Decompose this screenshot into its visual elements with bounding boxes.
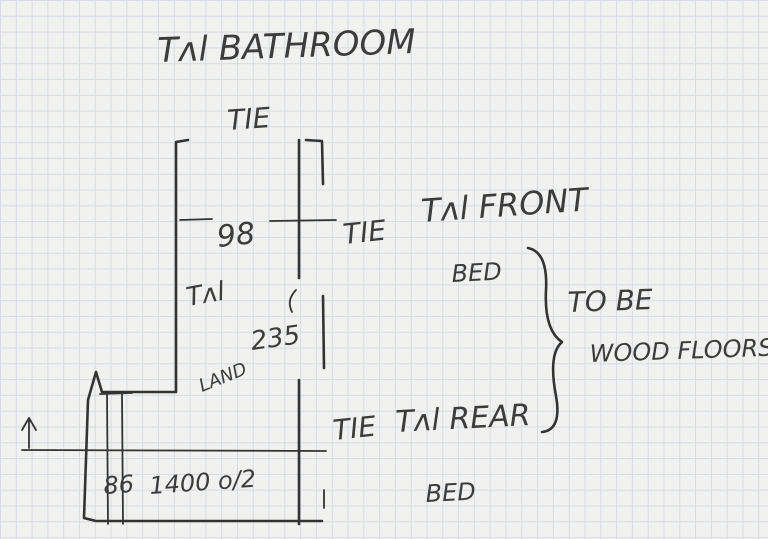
label-dim-235: 235: [249, 320, 302, 357]
label-tal-rear: Tʌl REAR: [395, 398, 532, 440]
label-dim-86: 86: [102, 470, 134, 500]
brace-mark: [526, 246, 564, 434]
label-wood-floors: WOOD FLOORS: [589, 334, 768, 368]
sketch-title: Tʌl BATHROOM: [157, 22, 416, 71]
dim-line-1400: [21, 449, 327, 452]
label-tile-low: TIE: [331, 410, 378, 447]
dim-tick-86: [99, 392, 133, 395]
label-bed-2: BED: [425, 477, 477, 508]
dim-line-98-right: [269, 219, 337, 222]
dim-line-98: [179, 218, 213, 221]
right-wall-door-segment: [321, 294, 326, 370]
label-tal: Tʌl: [184, 277, 228, 313]
label-tal-front: Tʌl FRONT: [420, 180, 592, 230]
dim-line-86-left: [106, 392, 109, 525]
door-swing-mark: [288, 289, 297, 313]
arrow-icon: [21, 417, 37, 431]
label-bed-1: BED: [451, 257, 503, 288]
dim-line-86-right: [121, 393, 124, 525]
label-tile-mid: TIE: [341, 214, 388, 251]
right-wall-jamb-top: [304, 138, 325, 186]
label-tile-top: TIE: [226, 101, 272, 137]
plan-outline: [82, 138, 326, 526]
label-dim-1400: 1400 o/2: [148, 465, 256, 500]
label-to-be: TO BE: [567, 283, 653, 319]
label-land: LAND: [196, 359, 250, 397]
left-wall: [82, 138, 324, 523]
dimension-lines: [21, 218, 337, 525]
label-dim-98: 98: [215, 216, 257, 255]
